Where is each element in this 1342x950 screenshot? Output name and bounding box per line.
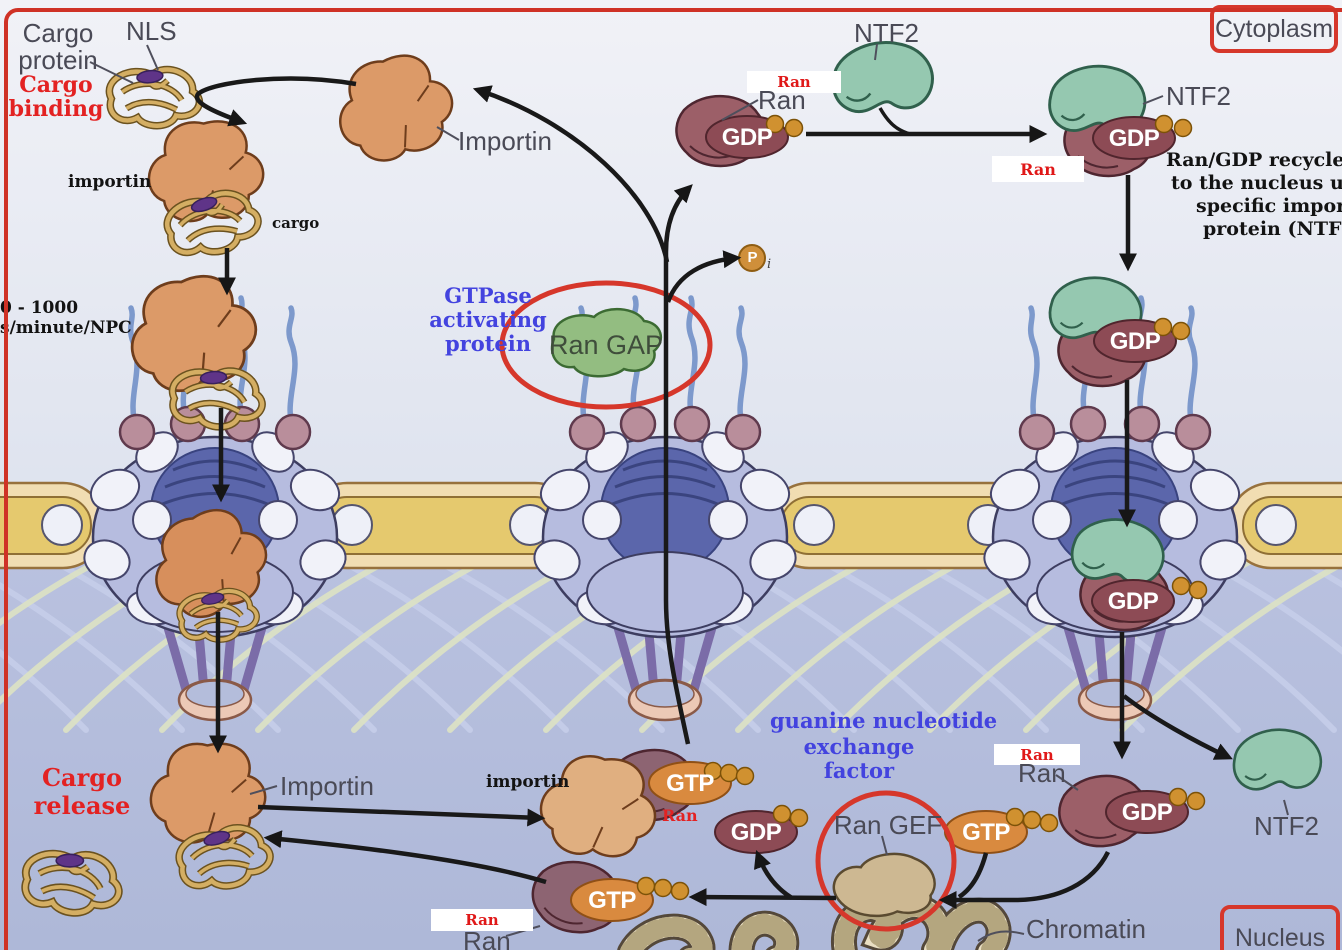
gdp-label: GDP (1108, 125, 1160, 152)
cytoplasm-tag-text: Cytoplasm (1214, 14, 1334, 43)
ran-red-label: Ran (465, 911, 499, 929)
gtp-label: GTP (588, 887, 636, 914)
cargo-bold-label: cargo (272, 214, 320, 232)
recycled-note-2: to the nucleus usi (1171, 172, 1342, 194)
cytoplasm-tag: Cytoplasm (1210, 5, 1338, 53)
ntf2-label-bottomright: NTF2 (1254, 811, 1319, 841)
rangef-red-circle (815, 790, 957, 932)
ran-red-label-bottommid: Ran (662, 806, 698, 825)
ntf2-label-topright: NTF2 (1166, 81, 1231, 111)
gef-note-1: guanine nucleotide (770, 708, 998, 733)
rangap-red-ellipse (499, 280, 713, 410)
rangap-label: Ran GAP (548, 330, 664, 360)
ntf2-label-top: NTF2 (854, 18, 919, 48)
gdp-label: GDP (730, 819, 782, 846)
cargo-protein-label-2: protein (18, 45, 98, 75)
gef-note-3: factor (823, 758, 895, 783)
rangef-label: Ran GEF (833, 810, 943, 840)
importin-label-top: Importin (458, 126, 552, 156)
recycled-note-4: protein (NTF2 (1203, 218, 1342, 240)
cargo-protein-label-1: Cargo (22, 18, 94, 48)
rangap-blob (499, 280, 713, 410)
gtp-label: GTP (962, 819, 1010, 846)
rate-label-2: s/minute/NPC (0, 318, 132, 338)
ran-red-label: Ran (1020, 159, 1056, 179)
cargo-binding-label-2: binding (8, 96, 104, 122)
gdp-label: GDP (1121, 799, 1173, 826)
rangef-blob (815, 790, 957, 932)
importin-bold-label-top: importin (68, 172, 152, 192)
ran-whitebox-bottommid: Ran (431, 909, 533, 931)
ran-whitebox-bottomright: Ran (994, 744, 1080, 765)
pointer-lines (89, 43, 1289, 942)
ran-red-label: Ran (777, 73, 811, 91)
pi-label: P (747, 249, 758, 266)
ran-label-bottomright: Ran (1018, 758, 1066, 788)
flow-arrows (194, 76, 1233, 909)
cargo-release-label-2: release (33, 791, 131, 820)
ran-label-bottommid: Ran (463, 926, 511, 950)
gdp-label: GDP (721, 124, 773, 151)
chromatin-label: Chromatin (1026, 914, 1146, 944)
importin-label-bottom: Importin (280, 771, 374, 801)
cargo-binding-label-1: Cargo (19, 72, 93, 98)
nucleus-tag: Nucleus (1220, 905, 1340, 950)
gtpase-label-2: activating (429, 307, 547, 332)
rate-label-1: 0 - 1000 (0, 298, 79, 318)
gdp-label: GDP (1109, 328, 1161, 355)
importin-bold-label-bottom: importin (486, 772, 570, 792)
ran-whitebox-top: Ran (747, 71, 841, 93)
nucleus-tag-text: Nucleus (1234, 923, 1326, 950)
gtpase-label-1: GTPase (444, 283, 532, 308)
gtp-label: GTP (666, 770, 714, 797)
nls-label: NLS (126, 16, 177, 46)
ran-label-top: Ran (758, 85, 806, 115)
cargo-release-label-1: Cargo (41, 763, 123, 792)
ran-whitebox-topright: Ran (992, 156, 1084, 182)
gtpase-label-3: protein (444, 331, 532, 356)
recycled-note-1: Ran/GDP recycled (1166, 149, 1342, 171)
pi-subscript-label: i (767, 257, 772, 272)
ran-red-label: Ran (1020, 745, 1054, 764)
recycled-note-3: specific import (1196, 195, 1342, 217)
gdp-label: GDP (1107, 588, 1159, 615)
gef-note-2: exchange (803, 734, 915, 759)
